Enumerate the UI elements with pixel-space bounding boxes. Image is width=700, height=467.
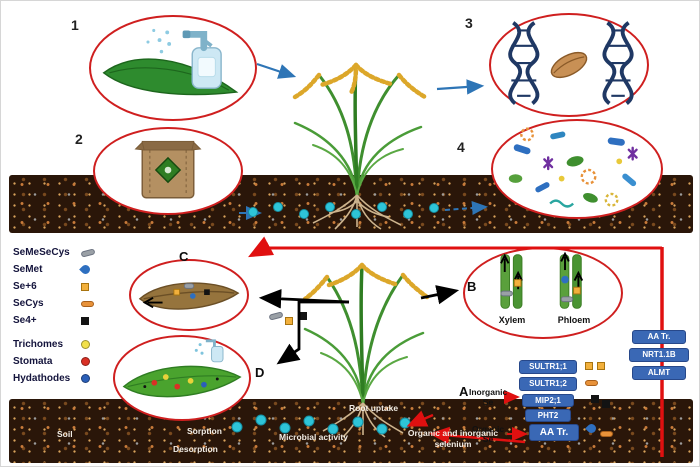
- legend-label: SeCys: [13, 298, 44, 309]
- blue-dot-icon: [81, 374, 90, 383]
- label-4: 4: [457, 139, 465, 155]
- label-a: A: [459, 384, 469, 399]
- orange-pill-icon: [585, 380, 598, 386]
- circle-b-vascular-transport: Xylem Phloem: [463, 247, 623, 339]
- red-dot-icon: [81, 357, 90, 366]
- box-nrt1-1b: NRT1.1B: [629, 348, 689, 362]
- black-square-icon: [299, 312, 307, 320]
- roots-bottom: [322, 402, 404, 438]
- inorganic-se-label: Inorganic Se: [469, 387, 508, 407]
- orange-pill-icon: [81, 300, 94, 307]
- legend-item-se4: Se4+: [13, 312, 95, 329]
- circle-4-soil-microbes: [491, 119, 663, 219]
- circle-c-leaf-accumulation: [129, 259, 249, 331]
- legend-label: SeMeSeCys: [13, 247, 70, 258]
- organic-inorganic-selenium-label: Organic and inorganic selenium: [407, 428, 499, 449]
- box-mip2-1: MIP2;1: [522, 394, 574, 407]
- desorption-label: Desorption: [173, 444, 218, 454]
- dry-leaf-icon: [138, 282, 240, 310]
- blue-drop-icon: [79, 263, 92, 276]
- roots-top: [312, 194, 402, 230]
- legend-label: Se4+: [13, 315, 37, 326]
- gray-pill-icon: [268, 311, 284, 321]
- yellow-dot-icon: [81, 340, 90, 349]
- arrow-plant-to-seed: [436, 79, 485, 95]
- dna-helix-icon: [508, 21, 540, 105]
- orange-square-icon: [585, 362, 593, 370]
- legend-label: Trichomes: [13, 339, 64, 350]
- box-almt: ALMT: [632, 366, 686, 380]
- soil-label: Soil: [57, 429, 73, 439]
- black-square-icon: [81, 316, 89, 325]
- xylem-label: Xylem: [498, 315, 526, 325]
- arrow-left-icon: [142, 297, 163, 309]
- circle-2-soil-fertilizer: [93, 127, 243, 215]
- legend: SeMeSeCys SeMet Se+6 SeCys Se4+ Trichome…: [13, 244, 96, 387]
- orange-square-icon: [81, 282, 89, 291]
- box-sultr1-2: SULTR1;2: [519, 377, 577, 391]
- legend-label: Hydathodes: [13, 373, 71, 384]
- legend-item-stomata: Stomata: [13, 353, 95, 370]
- legend-item-secys: SeCys: [13, 295, 95, 312]
- circle-1-foliar-spray: [89, 15, 257, 121]
- spray-mist: [146, 28, 172, 54]
- gray-pill-icon: [80, 247, 96, 258]
- box-aa-transporter: AA Tr.: [529, 424, 579, 441]
- plant-illustration-top: [277, 49, 437, 231]
- label-2: 2: [75, 131, 83, 147]
- green-leaf-icon: [122, 365, 242, 398]
- legend-label: Stomata: [13, 356, 53, 367]
- legend-item-hydathodes: Hydathodes: [13, 370, 95, 387]
- legend-item-trichomes: Trichomes: [13, 336, 95, 353]
- box-aa-tr: AA Tr.: [632, 330, 686, 344]
- dna-helix-icon: [602, 21, 634, 105]
- legend-item-se6: Se+6: [13, 278, 95, 295]
- box-pht2: PHT2: [525, 409, 571, 422]
- grain-panicles: [292, 62, 428, 100]
- mini-spray-bottle-icon: [194, 339, 224, 363]
- organic-se-label: Organic Se: [471, 424, 505, 444]
- microbial-activity-label: Microbial activity: [279, 432, 348, 442]
- circle-d-leaf-surface: [113, 335, 251, 421]
- black-square-icon: [591, 395, 599, 403]
- circle-3-seed-dna: [489, 13, 649, 117]
- black-square-icon: [602, 400, 610, 408]
- fertilizer-bag-icon: [134, 140, 202, 199]
- legend-label: SeMet: [13, 264, 43, 275]
- spray-bottle-icon: [182, 30, 222, 89]
- microbes-icon: [508, 127, 638, 208]
- legend-item-semet: SeMet: [13, 261, 95, 278]
- root-uptake-label: Root uptake: [349, 403, 399, 413]
- seed-icon: [550, 51, 588, 79]
- orange-square-icon: [597, 362, 605, 370]
- legend-label: Se+6: [13, 281, 37, 292]
- phloem-stem: [572, 254, 582, 309]
- legend-item-semesecys: SeMeSeCys: [13, 244, 96, 261]
- label-d: D: [255, 365, 265, 380]
- label-3: 3: [465, 15, 473, 31]
- orange-pill-icon: [600, 431, 613, 437]
- orange-square-icon: [285, 317, 293, 325]
- grain-panicles: [302, 262, 430, 302]
- box-sultr1-1: SULTR1;1: [519, 360, 577, 374]
- label-1: 1: [71, 17, 79, 33]
- sorption-label: Sorption: [187, 426, 222, 436]
- label-c: C: [179, 249, 189, 264]
- soil-band-bottom: [9, 399, 693, 463]
- label-b: B: [467, 279, 477, 294]
- phloem-label: Phloem: [557, 315, 591, 325]
